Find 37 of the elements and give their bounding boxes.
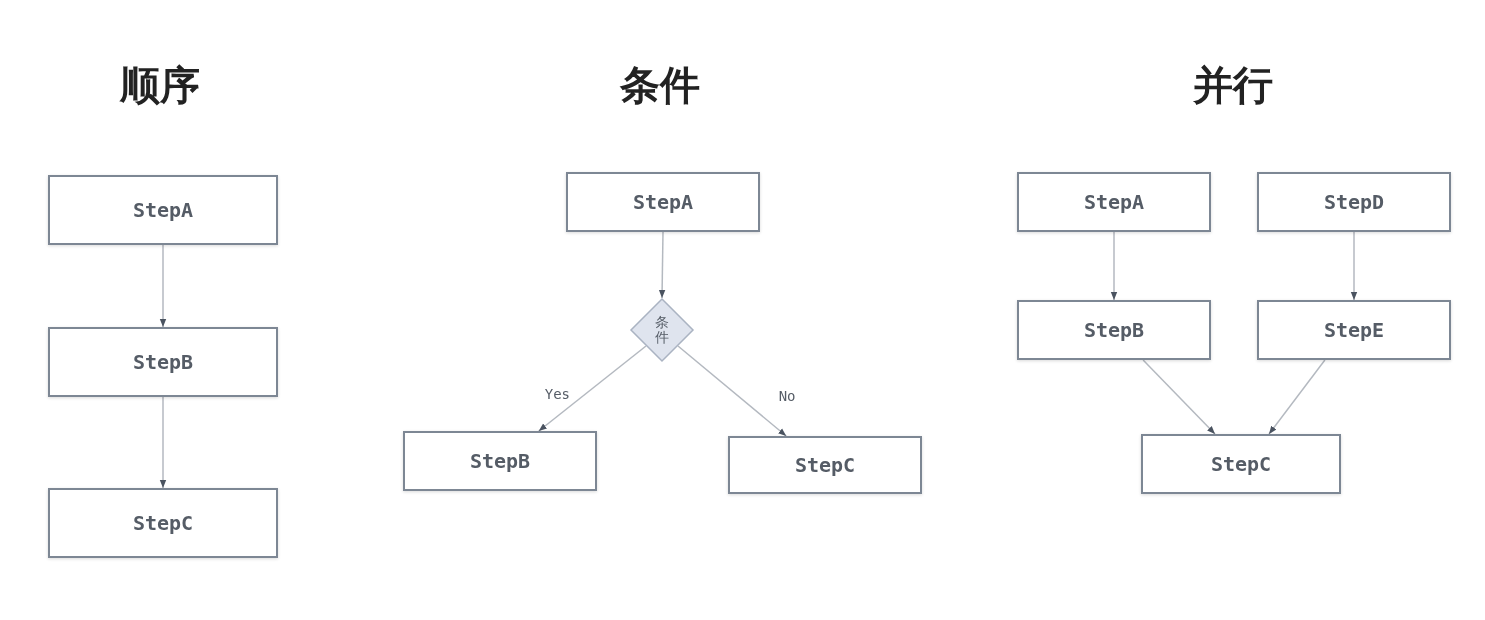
decision-diamond (630, 298, 694, 362)
step-label: StepA (1083, 190, 1145, 214)
process-box (1017, 300, 1211, 360)
process-box (1017, 172, 1211, 232)
arrow (658, 231, 666, 299)
arrow (538, 345, 647, 432)
step-label: StepA (132, 198, 194, 222)
section-title: 并行 (1192, 61, 1274, 110)
arrow (159, 244, 167, 328)
arrow (1110, 231, 1118, 301)
decision-label: 条件 (655, 314, 669, 346)
arrow (677, 345, 787, 437)
section-title: 条件 (619, 61, 701, 110)
process-box (48, 327, 278, 397)
step-label: StepB (469, 449, 531, 473)
process-box (403, 431, 597, 491)
arrow (1142, 359, 1216, 435)
step-label: StepC (1210, 452, 1272, 476)
step-label: StepB (132, 350, 194, 374)
arrow (159, 396, 167, 489)
arrow (1268, 359, 1326, 435)
edge-label: No (776, 388, 798, 404)
process-box (728, 436, 922, 494)
section-title: 顺序 (118, 61, 201, 110)
process-box (1257, 172, 1451, 232)
step-label: StepC (132, 511, 194, 535)
arrow (1350, 231, 1358, 301)
step-label: StepE (1323, 318, 1385, 342)
step-label: StepC (794, 453, 856, 477)
step-label: StepA (632, 190, 694, 214)
process-box (566, 172, 760, 232)
process-box (1257, 300, 1451, 360)
process-box (48, 175, 278, 245)
step-label: StepB (1083, 318, 1145, 342)
step-label: StepD (1323, 190, 1385, 214)
process-box (1141, 434, 1341, 494)
process-box (48, 488, 278, 558)
